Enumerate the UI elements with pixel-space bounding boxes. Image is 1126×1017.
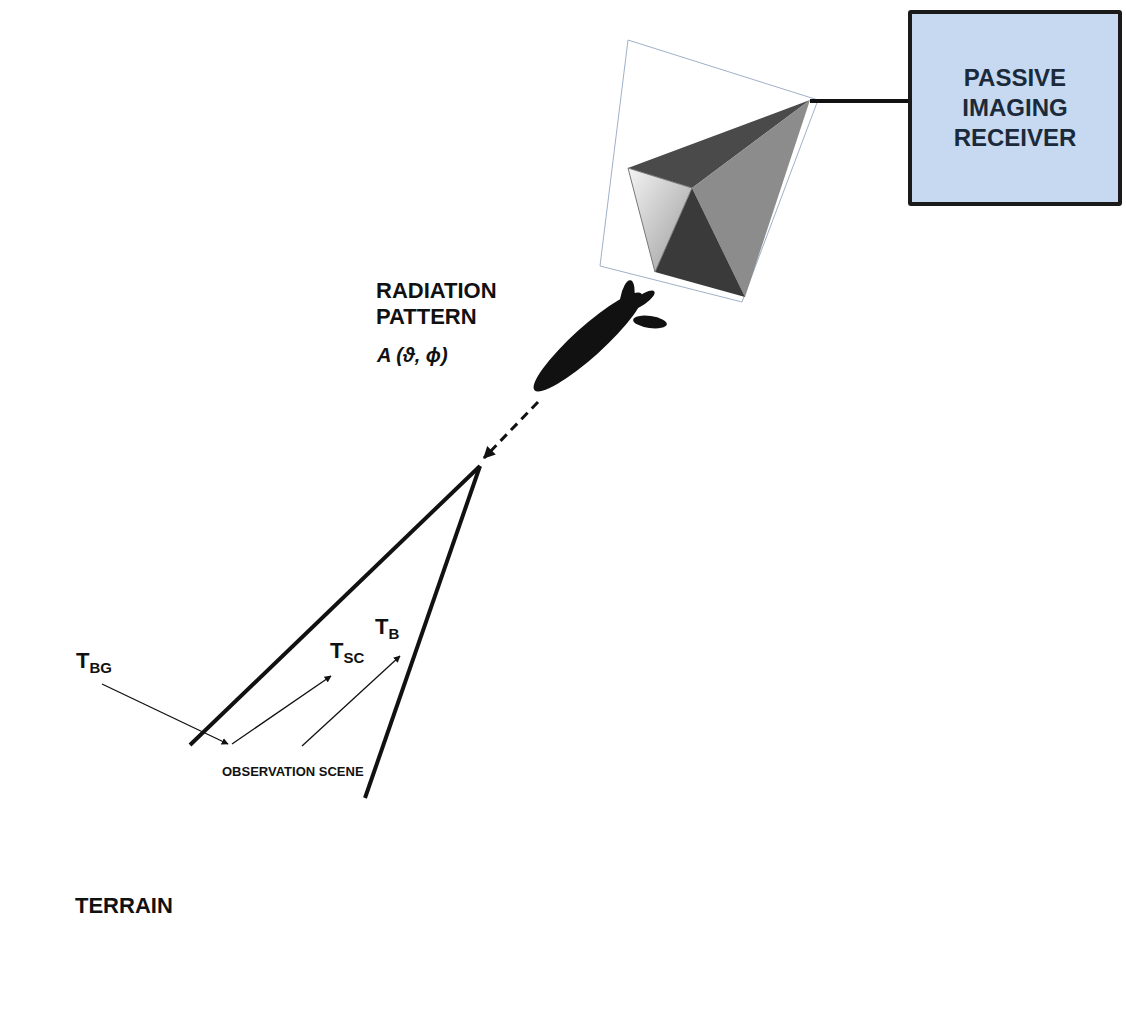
horn-face [628,168,692,272]
side-lobe [627,287,657,312]
tb-arrow [302,656,400,746]
temperature-label: TBG [76,648,112,676]
temperature-label: TB [375,614,399,642]
tbg-arrow [102,684,228,744]
terrain-region-outline [10,678,555,1017]
node-text: OBSERVATION SCENE [222,764,332,780]
temperature-label: TSC [330,638,364,666]
pattern-title: RADIATION PATTERN [376,278,566,331]
side-lobe [632,314,667,331]
beam-arrow [484,402,538,458]
node-text: PASSIVE IMAGING RECEIVER [930,63,1100,153]
beam-cone [190,466,480,745]
antenna-frame [600,40,818,302]
node-text: TERRAIN [75,893,173,919]
receiver-box: PASSIVE IMAGING RECEIVER [908,10,1122,206]
beam-cone [365,466,480,798]
side-lobe [601,305,624,334]
scene-ellipse [182,714,372,830]
pattern-function: A (ϑ, ϕ) [377,344,448,367]
observation-scene-ellipse: OBSERVATION SCENE [180,712,374,832]
terrain-region: TERRAIN OBSERVATION SCENE [10,678,555,1017]
feed-line [810,99,908,103]
terrain-shape [10,682,552,1017]
